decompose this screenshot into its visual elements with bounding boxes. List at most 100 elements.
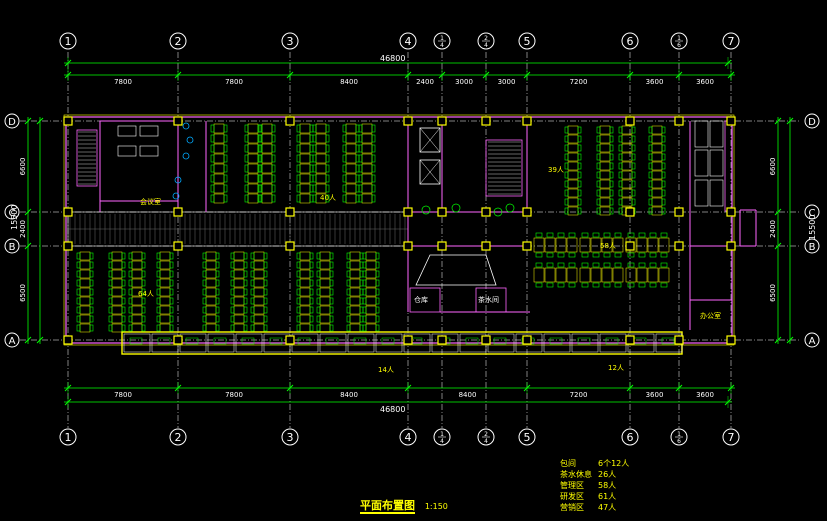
dim-right-total-tick	[786, 117, 794, 125]
legend-name: 营销区	[560, 503, 584, 512]
desk-lower-chair	[375, 252, 380, 260]
desk-mgmt-chair	[603, 252, 611, 258]
desk-upper-chair	[210, 174, 215, 183]
desk-mgmt-chair	[614, 252, 622, 258]
desk-lower	[299, 314, 311, 324]
desk-upper-chair	[312, 144, 317, 153]
desk-lower	[253, 251, 265, 261]
desk-upper-chair	[223, 124, 228, 133]
desk-lower	[111, 323, 123, 333]
facade-office	[347, 333, 375, 353]
facade-office	[515, 333, 543, 353]
desk-mgmt-chair	[581, 282, 589, 288]
desk-lower-chair	[346, 252, 351, 260]
desk-upper-right	[621, 188, 633, 198]
toilet-stall	[709, 120, 724, 148]
desk-mgmt-chair	[568, 262, 576, 268]
structural-column	[437, 116, 447, 126]
desk-lower-chair	[128, 270, 133, 278]
desk-lower-chair	[309, 315, 314, 323]
dim-right-value: 6500	[769, 284, 777, 302]
desk-upper	[345, 133, 357, 144]
desk-upper-chair	[309, 164, 314, 173]
desk-lower	[299, 287, 311, 297]
axis-bubble	[670, 428, 688, 446]
desk-upper-right	[567, 161, 579, 171]
desk-upper	[247, 123, 259, 134]
desk-upper	[213, 153, 225, 164]
axis-bubble	[433, 428, 451, 446]
desk-lower-chair	[359, 306, 364, 314]
desk-upper-chair	[312, 124, 317, 133]
desk-lower	[253, 287, 265, 297]
desk-upper-chair	[296, 194, 301, 203]
desk-upper-right-chair	[661, 198, 666, 206]
desk-lower-chair	[250, 261, 255, 269]
axis-bubble	[477, 32, 495, 50]
blue-fixture	[174, 176, 182, 184]
desk-upper	[299, 193, 311, 204]
desk-upper-right	[567, 152, 579, 162]
desk-mgmt-chair	[535, 262, 543, 268]
structural-column	[481, 116, 491, 126]
desk-upper	[361, 143, 373, 154]
desk-mgmt-chair	[557, 232, 565, 238]
desk-lower-chair	[329, 279, 334, 287]
desk-upper-right-chair	[648, 153, 653, 161]
desk-upper-chair	[296, 134, 301, 143]
desk-lower	[131, 269, 143, 279]
desk-upper	[261, 153, 273, 164]
desk-lower	[233, 278, 245, 288]
desk-lower	[233, 305, 245, 315]
columns	[63, 116, 736, 345]
desk-upper-right	[599, 161, 611, 171]
desk-lower-chair	[202, 252, 207, 260]
legend-name: 研发区	[560, 492, 584, 501]
plan-scale: 1:150	[424, 502, 448, 511]
desk-lower	[299, 278, 311, 288]
desk-upper	[345, 183, 357, 194]
axis-bubble	[722, 32, 740, 50]
facade-office	[207, 333, 235, 353]
desk-lower	[319, 269, 331, 279]
desk-upper-right-chair	[618, 153, 623, 161]
desk-upper-chair	[358, 154, 363, 163]
dim-bottom-value: 7200	[570, 391, 588, 399]
plant	[451, 203, 461, 213]
plan-title: 平面布置图 1:150	[360, 497, 448, 514]
desk-upper-right-chair	[564, 153, 569, 161]
desk-upper	[261, 123, 273, 134]
axis-label: C	[9, 208, 16, 219]
desk-lower-chair	[329, 288, 334, 296]
dim-bottom-value: 8400	[459, 391, 477, 399]
axis-bubble	[477, 428, 495, 446]
desk-upper-chair	[223, 154, 228, 163]
desk-upper-right	[621, 179, 633, 189]
desk-mgmt-chair	[568, 232, 576, 238]
desk-lower-chair	[375, 297, 380, 305]
walls	[63, 114, 757, 355]
desk-lower-chair	[215, 288, 220, 296]
facade-desk	[129, 337, 143, 345]
desk-upper-chair	[358, 174, 363, 183]
desk-upper-right-chair	[631, 162, 636, 170]
desk-upper-chair	[296, 164, 301, 173]
plan-title-text: 平面布置图	[360, 499, 415, 514]
desk-upper-right-chair	[648, 207, 653, 215]
axis-label: B	[809, 242, 816, 253]
axis-label: 5	[524, 431, 531, 444]
desk-lower-chair	[263, 270, 268, 278]
dim-right-tick	[774, 117, 782, 125]
desk-upper-right-chair	[618, 198, 623, 206]
desk-upper-chair	[244, 144, 249, 153]
total-height-right: 15500	[808, 214, 817, 240]
desk-upper-right-chair	[564, 198, 569, 206]
desk-upper-chair	[258, 174, 263, 183]
facade-office	[123, 333, 151, 353]
desk-mgmt-chair	[557, 282, 565, 288]
desk-mgmt	[533, 237, 545, 253]
desk-lower	[131, 260, 143, 270]
desk-lower-chair	[296, 270, 301, 278]
